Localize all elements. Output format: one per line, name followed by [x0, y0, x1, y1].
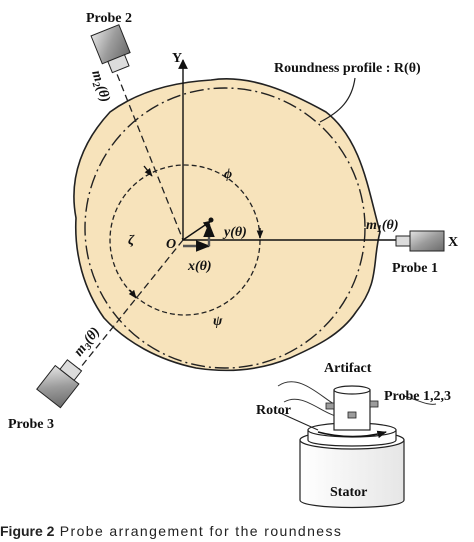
- x-theta-label: x(θ): [187, 259, 212, 274]
- angle-marker-probe3: [128, 289, 137, 299]
- rotor-label: Rotor: [256, 403, 291, 418]
- probe1-label: Probe 1: [392, 261, 438, 276]
- m2-label: m2(θ): [86, 69, 112, 105]
- y-axis-label: Y: [172, 51, 182, 66]
- zeta-label: ζ: [128, 233, 135, 248]
- artifact-label: Artifact: [324, 361, 372, 376]
- probes-label: Probe 1,2,3: [384, 389, 451, 404]
- probe2-label: Probe 2: [86, 11, 132, 26]
- m1-label: m1(θ): [366, 218, 398, 235]
- probe3-line: [63, 239, 184, 389]
- center-offset-vector: [182, 220, 212, 241]
- profile-callout-line: [319, 77, 356, 123]
- probe2-line: [108, 53, 184, 241]
- figure-caption: Figure 2 Probe arrangement for the round…: [0, 523, 474, 542]
- psi-label: ψ: [213, 314, 223, 329]
- probe2-icon: [90, 24, 131, 74]
- roundness-profile: [73, 78, 381, 372]
- svg-text:m3(θ): m3(θ): [71, 325, 104, 361]
- probe1-icon: [395, 230, 445, 252]
- svg-text:m2(θ): m2(θ): [86, 69, 112, 105]
- y-theta-label: y(θ): [222, 225, 247, 240]
- x-axis-label: X: [448, 235, 458, 250]
- stator-label: Stator: [330, 485, 367, 500]
- spindle-icon: [277, 381, 437, 509]
- probe3-icon: [36, 359, 83, 409]
- probe3-label: Probe 3: [8, 417, 54, 432]
- center-point: [208, 217, 214, 223]
- profile-label: Roundness profile : R(θ): [274, 61, 421, 76]
- angle-marker-probe2: [143, 165, 153, 177]
- caption-prefix: Figure 2: [0, 523, 55, 539]
- caption-text: Probe arrangement for the roundness: [59, 523, 343, 539]
- phi-label: ϕ: [224, 167, 232, 182]
- reference-circle: [84, 87, 366, 369]
- origin-label: O: [166, 237, 176, 252]
- m3-label: m3(θ): [71, 325, 104, 361]
